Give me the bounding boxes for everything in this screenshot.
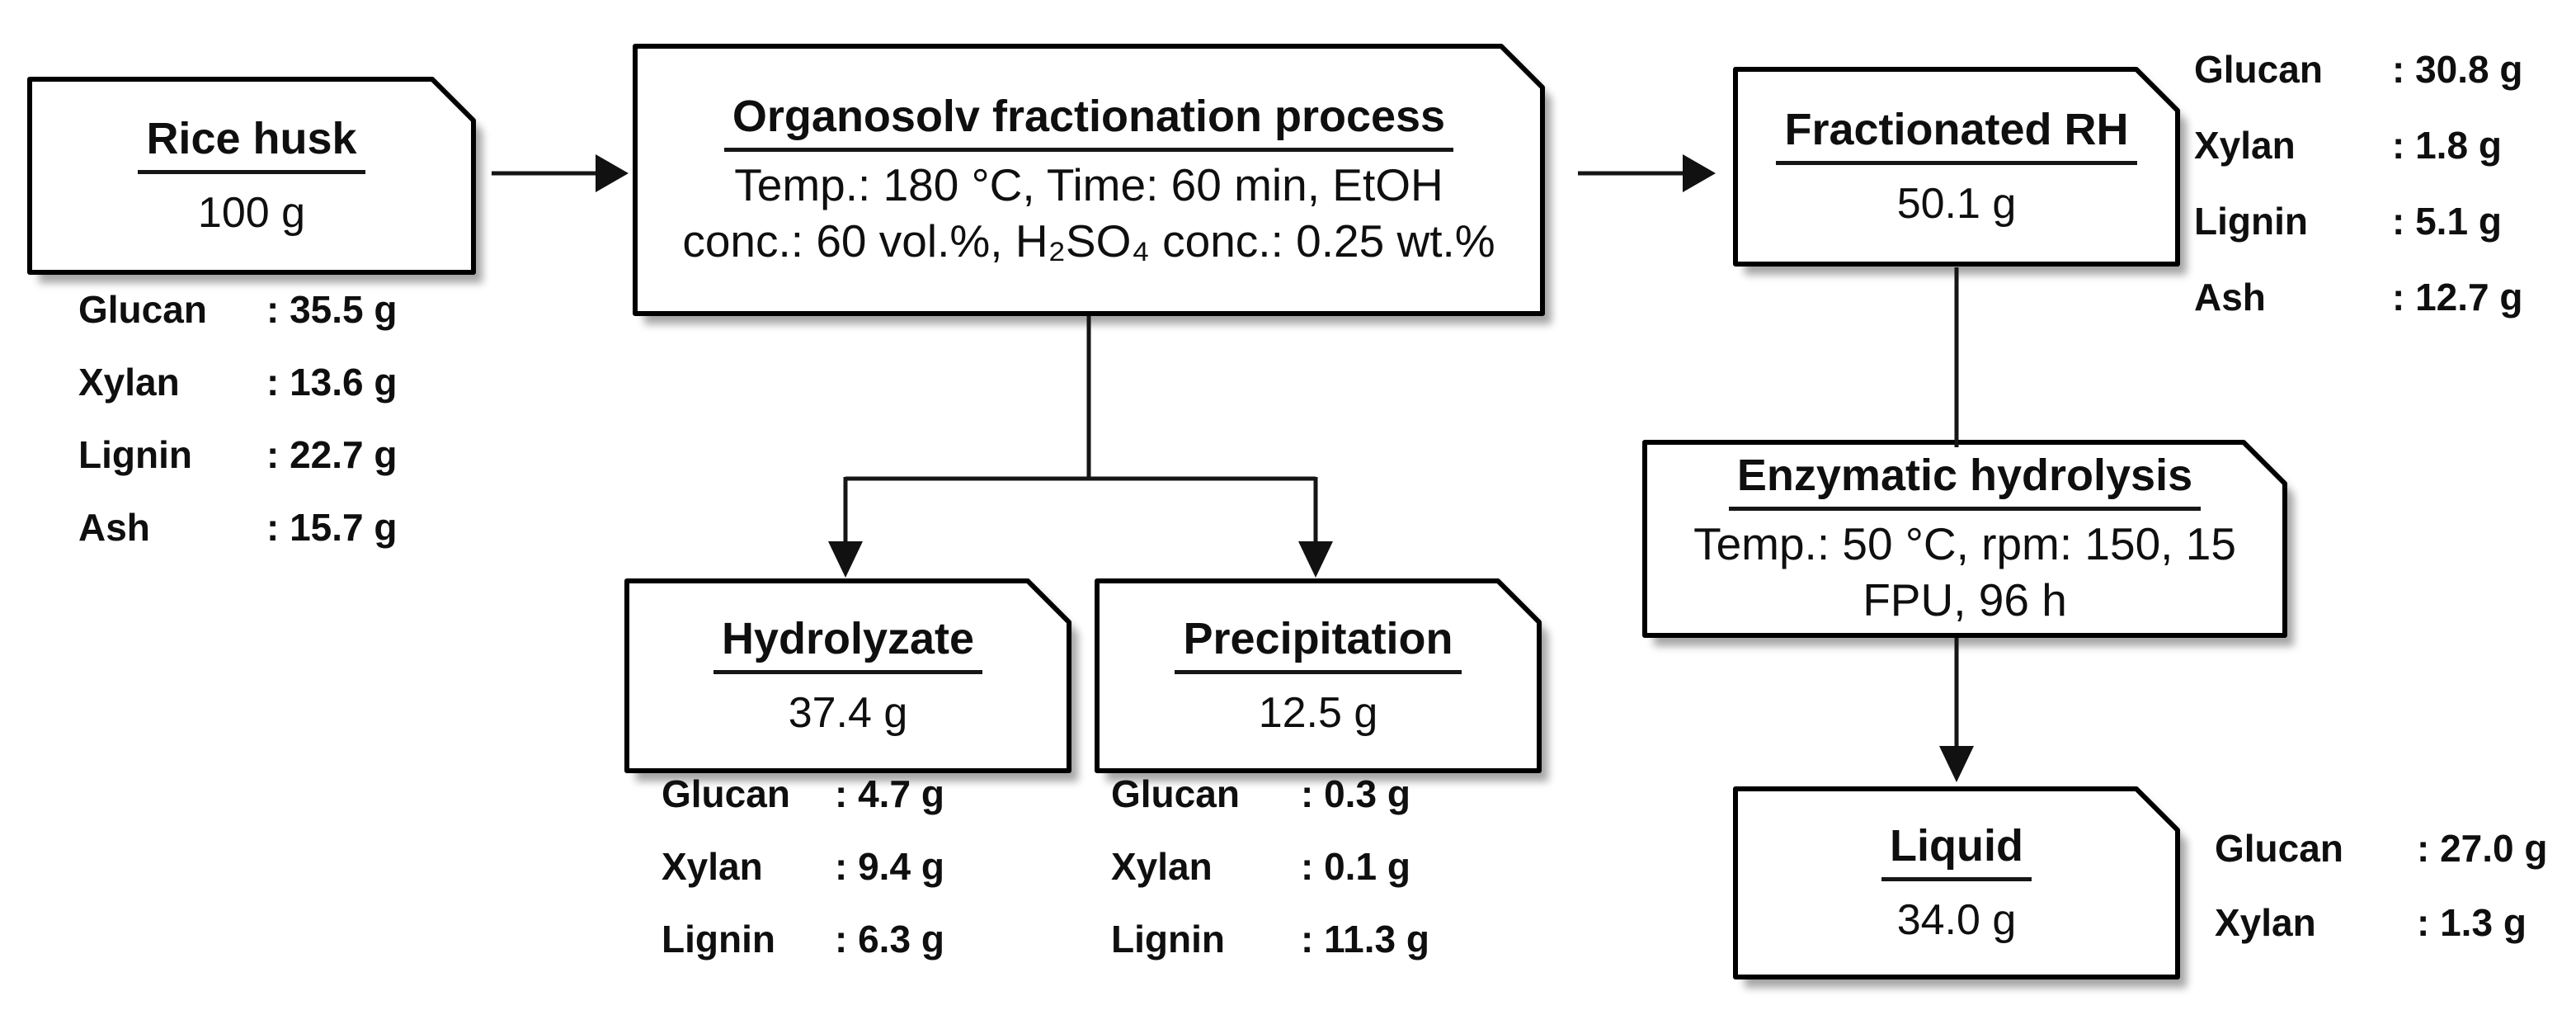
composition-row: Glucan : 27.0 g: [2215, 829, 2548, 867]
composition-row: Glucan : 4.7 g: [662, 775, 944, 813]
precipitation-box-shape: [1095, 578, 1542, 773]
composition-label: Ash: [78, 506, 150, 549]
composition-row: Lignin : 22.7 g: [78, 436, 398, 474]
composition-label: Lignin: [2194, 200, 2308, 243]
composition-value: : 5.1 g: [2392, 200, 2502, 243]
composition-value: : 27.0 g: [2417, 827, 2548, 870]
arrow-to-precipitation: [1298, 541, 1333, 578]
composition-value: : 9.4 g: [835, 845, 944, 888]
composition-row: Xylan : 13.6 g: [78, 363, 398, 401]
fractionated-rh-box-shape: [1733, 67, 2180, 267]
composition-label: Lignin: [1111, 918, 1225, 961]
connector-lines: [492, 171, 1959, 749]
composition-label: Lignin: [78, 433, 192, 476]
enzymatic-box-shape: [1642, 440, 2287, 638]
arrow-to-liquid: [1939, 746, 1974, 782]
arrow-to-hydrolyzate: [828, 541, 863, 578]
composition-label: Xylan: [1111, 845, 1213, 888]
composition-value: : 12.7 g: [2392, 276, 2523, 319]
precipitation-title: Precipitation: [1175, 613, 1462, 675]
composition-value: : 0.3 g: [1301, 772, 1410, 815]
enzymatic-hydrolysis-title: Enzymatic hydrolysis: [1728, 450, 2202, 511]
composition-value: : 15.7 g: [266, 506, 398, 549]
hydrolyzate-amount: 37.4 g: [788, 689, 908, 738]
composition-row: Xylan : 1.3 g: [2215, 904, 2548, 942]
enzymatic-conditions-line-2: FPU, 96 h: [1863, 574, 2067, 626]
composition-row: Glucan : 0.3 g: [1111, 775, 1429, 813]
composition-label: Glucan: [662, 772, 790, 815]
arrow-to-fractionated: [1683, 154, 1716, 192]
composition-value: : 6.3 g: [835, 918, 944, 961]
composition-value: : 4.7 g: [835, 772, 944, 815]
composition-row: Lignin : 6.3 g: [662, 920, 944, 958]
hydrolyzate-composition-list: Glucan : 4.7 g Xylan : 9.4 g Lignin : 6.…: [662, 775, 944, 958]
composition-row: Xylan : 0.1 g: [1111, 847, 1429, 885]
arrowheads: [596, 154, 1974, 782]
arrow-to-organosolv: [596, 154, 629, 192]
node-enzymatic-hydrolysis: Enzymatic hydrolysis Temp.: 50 °C, rpm: …: [1645, 442, 2285, 635]
composition-value: : 11.3 g: [1301, 918, 1429, 961]
composition-row: Xylan : 9.4 g: [662, 847, 944, 885]
liquid-composition-list: Glucan : 27.0 g Xylan : 1.3 g: [2215, 829, 2548, 942]
hydrolyzate-box-shape: [624, 578, 1071, 773]
organosolv-conditions-line-1: Temp.: 180 °C, Time: 60 min, EtOH: [734, 158, 1443, 210]
organosolv-box-shape: [633, 44, 1545, 316]
composition-row: Xylan : 1.8 g: [2194, 126, 2523, 164]
composition-label: Lignin: [662, 918, 775, 961]
liquid-title: Liquid: [1881, 820, 2032, 882]
organosolv-title: Organosolv fractionation process: [723, 91, 1454, 152]
composition-value: : 1.3 g: [2417, 901, 2527, 944]
composition-value: : 30.8 g: [2392, 48, 2523, 91]
composition-value: : 0.1 g: [1301, 845, 1410, 888]
composition-value: : 1.8 g: [2392, 124, 2502, 167]
composition-value: : 13.6 g: [266, 361, 398, 404]
node-fractionated-rh: Fractionated RH 50.1 g: [1735, 69, 2178, 264]
precipitation-composition-list: Glucan : 0.3 g Xylan : 0.1 g Lignin : 11…: [1111, 775, 1429, 958]
composition-label: Xylan: [2194, 124, 2296, 167]
enzymatic-conditions-line-1: Temp.: 50 °C, rpm: 150, 15: [1693, 517, 2236, 569]
composition-row: Glucan : 35.5 g: [78, 290, 398, 328]
rice-husk-composition-list: Glucan : 35.5 g Xylan : 13.6 g Lignin : …: [78, 290, 398, 546]
node-precipitation: Precipitation 12.5 g: [1097, 581, 1539, 771]
node-organosolv: Organosolv fractionation process Temp.: …: [635, 46, 1542, 314]
composition-label: Xylan: [2215, 901, 2316, 944]
node-rice-husk: Rice husk 100 g: [30, 79, 473, 272]
composition-row: Ash : 12.7 g: [2194, 278, 2523, 316]
composition-row: Ash : 15.7 g: [78, 508, 398, 546]
composition-label: Glucan: [78, 288, 207, 331]
fractionated-rh-title: Fractionated RH: [1776, 104, 2137, 166]
composition-label: Ash: [2194, 276, 2266, 319]
node-liquid: Liquid 34.0 g: [1735, 789, 2178, 977]
fractionated-rh-amount: 50.1 g: [1896, 180, 2017, 229]
liquid-box-shape: [1733, 786, 2180, 979]
composition-label: Glucan: [2194, 48, 2323, 91]
precipitation-amount: 12.5 g: [1258, 689, 1378, 738]
node-hydrolyzate: Hydrolyzate 37.4 g: [627, 581, 1069, 771]
composition-row: Lignin : 11.3 g: [1111, 920, 1429, 958]
composition-value: : 35.5 g: [266, 288, 398, 331]
composition-row: Glucan : 30.8 g: [2194, 50, 2523, 88]
composition-value: : 22.7 g: [266, 433, 398, 476]
composition-label: Xylan: [662, 845, 763, 888]
rice-husk-amount: 100 g: [197, 189, 306, 238]
rice-husk-title: Rice husk: [138, 113, 365, 175]
composition-label: Glucan: [1111, 772, 1240, 815]
composition-row: Lignin : 5.1 g: [2194, 202, 2523, 240]
organosolv-conditions-line-2: conc.: 60 vol.%, H₂SO₄ conc.: 0.25 wt.%: [682, 215, 1495, 267]
hydrolyzate-title: Hydrolyzate: [713, 613, 983, 675]
composition-label: Xylan: [78, 361, 180, 404]
composition-label: Glucan: [2215, 827, 2343, 870]
fractionated-rh-composition-list: Glucan : 30.8 g Xylan : 1.8 g Lignin : 5…: [2194, 50, 2523, 316]
liquid-amount: 34.0 g: [1896, 896, 2017, 945]
rice-husk-box-shape: [27, 77, 476, 275]
